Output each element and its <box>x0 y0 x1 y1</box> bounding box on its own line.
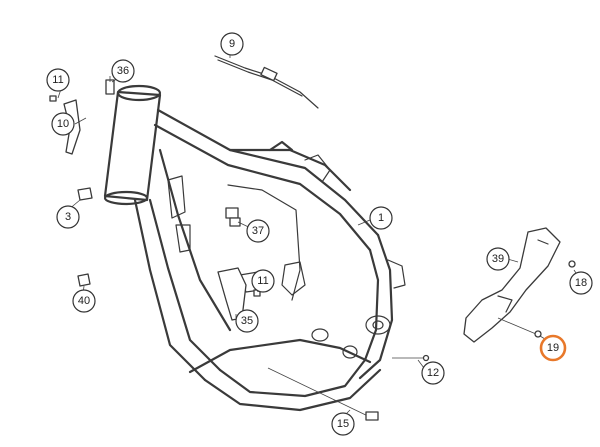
callout-label: 10 <box>57 118 69 130</box>
callout-label: 39 <box>492 253 504 265</box>
callout-9[interactable]: 9 <box>220 32 244 56</box>
callout-circle <box>569 271 593 295</box>
callout-15[interactable]: 15 <box>331 412 355 436</box>
callout-11-lower[interactable]: 11 <box>251 269 275 293</box>
callout-label: 40 <box>78 295 90 307</box>
callout-circle <box>111 59 135 83</box>
bolt-part-18 <box>568 260 576 268</box>
callout-label: 3 <box>65 211 71 223</box>
wire-part-9 <box>214 55 319 109</box>
screw-part-11a <box>49 95 57 102</box>
callout-circle <box>46 68 70 92</box>
callout-circle <box>220 32 244 56</box>
callout-11-upper[interactable]: 11 <box>46 68 70 92</box>
callout-label: 1 <box>378 212 384 224</box>
callout-circle <box>421 361 445 385</box>
callout-circle <box>246 219 270 243</box>
bolt-part-12 <box>392 354 430 362</box>
callout-3[interactable]: 3 <box>56 205 80 229</box>
callout-label: 37 <box>252 225 264 237</box>
callout-circle <box>51 112 75 136</box>
clip-part-3 <box>77 187 93 201</box>
callout-19-highlighted[interactable]: 19 <box>539 334 567 362</box>
callout-label: 35 <box>241 315 253 327</box>
callout-circle <box>369 206 393 230</box>
callout-12[interactable]: 12 <box>421 361 445 385</box>
callout-circle <box>331 412 355 436</box>
bolt-part-15 <box>267 367 379 421</box>
callout-label: 11 <box>257 275 268 287</box>
bolt-part-19 <box>497 317 542 338</box>
callout-label: 11 <box>52 74 63 86</box>
callout-label: 12 <box>427 367 439 379</box>
callout-37[interactable]: 37 <box>246 219 270 243</box>
callout-label: 9 <box>229 38 235 50</box>
nut-part-40 <box>77 273 91 287</box>
highlight-ring <box>539 334 567 362</box>
callout-39[interactable]: 39 <box>486 247 510 271</box>
side-stand-bracket-39 <box>463 227 561 343</box>
callout-40[interactable]: 40 <box>72 289 96 313</box>
callout-label: 19 <box>547 342 559 354</box>
nut-part-37 <box>225 207 241 227</box>
callout-1[interactable]: 1 <box>369 206 393 230</box>
callout-18[interactable]: 18 <box>569 271 593 295</box>
callout-circle <box>486 247 510 271</box>
callout-36[interactable]: 36 <box>111 59 135 83</box>
callout-circle <box>56 205 80 229</box>
callout-10[interactable]: 10 <box>51 112 75 136</box>
callout-circle <box>251 269 275 293</box>
callout-circle <box>235 309 259 333</box>
callout-35[interactable]: 35 <box>235 309 259 333</box>
callout-circle <box>72 289 96 313</box>
callout-label: 36 <box>117 65 129 77</box>
callout-label: 18 <box>575 277 587 289</box>
motorcycle-frame <box>103 84 406 412</box>
callout-label: 15 <box>337 418 349 430</box>
bolt-part-36 <box>105 76 115 95</box>
